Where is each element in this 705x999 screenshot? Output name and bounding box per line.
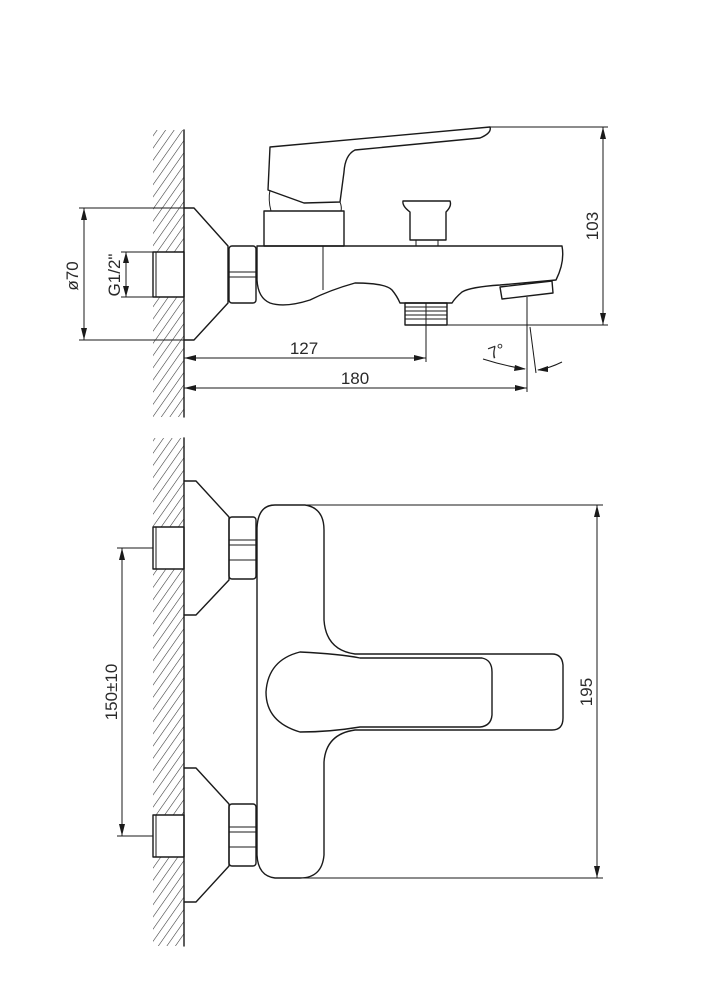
label-flange-diameter: ø70 (63, 261, 82, 290)
label-spout-reach: 180 (341, 369, 369, 388)
lever-handle-front (265, 651, 493, 733)
flange-side (183, 207, 229, 341)
wall-section-side (152, 129, 185, 418)
label-height: 103 (583, 212, 602, 240)
dimension-inlet-spacing: 150±10 (102, 547, 153, 837)
front-view: 150±10 195 (102, 437, 603, 947)
faucet-body-side (256, 245, 564, 306)
label-outlet-distance: 127 (290, 339, 318, 358)
threaded-outlet (404, 302, 448, 362)
dimension-flange-diameter: ø70 (63, 207, 184, 341)
hex-nut-lower (228, 803, 257, 867)
dimension-thread-size: G1/2" (105, 251, 153, 298)
label-inlet-spacing: 150±10 (102, 664, 121, 721)
label-body-width: 195 (577, 678, 596, 706)
hex-nut-upper (228, 516, 257, 580)
side-view: ø70 G1/2" 127 180 (63, 126, 608, 418)
diverter-knob (402, 200, 452, 241)
lever-handle-side (267, 126, 491, 204)
cartridge-housing (263, 210, 345, 247)
wall-section-front (152, 437, 185, 947)
label-spout-angle: 7° (486, 340, 508, 363)
dimension-spout-angle: 7° (482, 326, 563, 374)
dimension-body-width: 195 (300, 504, 603, 879)
dimension-outlet-distance: 127 (184, 339, 426, 361)
label-thread-size: G1/2" (105, 254, 124, 297)
flange-upper (183, 480, 230, 616)
dimension-height: 103 (447, 126, 608, 326)
spout-aerator (499, 280, 554, 300)
faucet-body-front (256, 504, 564, 879)
flange-lower (183, 767, 230, 903)
hex-nut-side (228, 245, 257, 304)
dimension-spout-reach: 180 (184, 297, 528, 392)
